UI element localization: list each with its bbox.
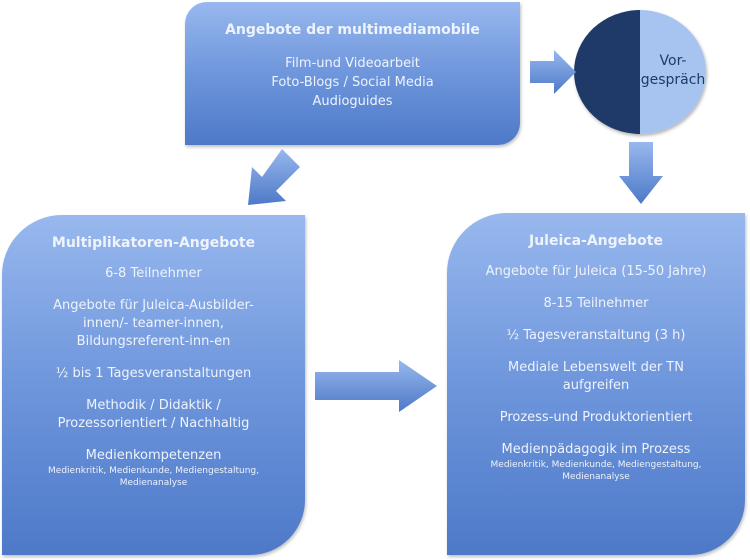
juleica-offers-box: Juleica-Angebote Angebote für Juleica (1… — [447, 213, 745, 555]
circle-label: Vor- — [659, 53, 687, 69]
small-note: Medienanalyse — [119, 478, 188, 488]
list-item: Angebote für Juleica-Ausbilder-innen/- t… — [53, 298, 254, 349]
list-item: Prozess-und Produktorientiert — [499, 410, 693, 425]
offer-item: Audioguides — [312, 94, 393, 109]
small-note: Medienanalyse — [562, 472, 630, 482]
list-item: 8-15 Teilnehmer — [543, 296, 649, 311]
circle-label: gespräch — [640, 72, 706, 88]
offers-title: Angebote der multimediamobile — [225, 22, 480, 38]
list-item: 6-8 Teilnehmer — [105, 266, 202, 281]
offer-item: Film-und Videoarbeit — [285, 56, 420, 71]
offer-item: Foto-Blogs / Social Media — [271, 75, 434, 90]
arrow-down-left-icon — [248, 149, 300, 205]
multiplier-offers-box: Multiplikatoren-Angebote 6-8 Teilnehmer … — [2, 215, 305, 555]
list-item: Medienkompetenzen Medienkritik, Medienku… — [2, 447, 305, 489]
list-item: ½ bis 1 Tagesveranstaltungen — [55, 366, 252, 381]
arrow-right-icon — [530, 50, 576, 94]
small-note: Medienkritik, Medienkunde, Mediengestalt… — [490, 460, 702, 470]
arrow-down-icon — [619, 142, 663, 204]
multiplier-title: Multiplikatoren-Angebote — [51, 235, 256, 251]
list-item: Medienpädagogik im Prozess Medienkritik,… — [447, 441, 745, 483]
list-item: Methodik / Didaktik /Prozessorientiert /… — [57, 398, 250, 431]
small-note: Medienkritik, Medienkunde, Mediengestalt… — [48, 466, 259, 476]
list-item: ½ Tagesveranstaltung (3 h) — [506, 328, 686, 343]
juleica-title: Juleica-Angebote — [529, 233, 663, 249]
pre-talk-circle: Vor-gespräch — [574, 10, 706, 134]
arrow-right-icon — [315, 360, 437, 412]
list-item: Angebote für Juleica (15-50 Jahre) — [485, 264, 707, 279]
offers-box: Angebote der multimediamobile Film-und V… — [185, 2, 520, 145]
